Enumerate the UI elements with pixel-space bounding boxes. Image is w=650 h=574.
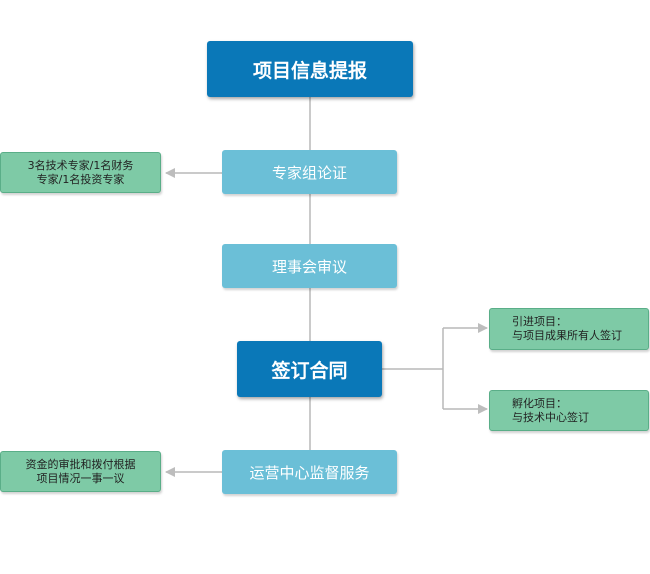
introduce-note-line2: 与项目成果所有人签订 xyxy=(512,329,622,342)
sign-contract-label: 签订合同 xyxy=(271,359,348,382)
expert-review-label: 专家组论证 xyxy=(271,163,347,182)
incubate-project-note: 孵化项目： 与技术中心签订 xyxy=(489,390,649,431)
experts-note-line2: 专家/1名投资专家 xyxy=(36,172,125,186)
experts-note: 3名技术专家/1名财务 专家/1名投资专家 xyxy=(0,152,161,193)
experts-note-line1: 3名技术专家/1名财务 xyxy=(27,158,134,172)
board-review-label: 理事会审议 xyxy=(271,257,347,276)
operation-supervision-label: 运营中心监督服务 xyxy=(249,463,370,482)
board-review-step: 理事会审议 xyxy=(222,244,397,288)
incubate-note-line2: 与技术中心签订 xyxy=(512,410,589,424)
incubate-note-line1: 孵化项目： xyxy=(512,396,567,410)
funding-note-line1: 资金的审批和拨付根据 xyxy=(25,457,136,471)
funding-note-line2: 项目情况一事一议 xyxy=(36,471,125,485)
project-submission-label: 项目信息提报 xyxy=(252,59,367,82)
sign-contract-step: 签订合同 xyxy=(237,341,382,397)
introduce-note-line1: 引进项目： xyxy=(512,315,567,328)
introduce-project-note: 引进项目： 与项目成果所有人签订 xyxy=(489,308,649,350)
operation-supervision-step: 运营中心监督服务 xyxy=(222,450,397,494)
project-submission-step: 项目信息提报 xyxy=(207,41,413,97)
funding-note: 资金的审批和拨付根据 项目情况一事一议 xyxy=(0,451,161,492)
expert-review-step: 专家组论证 xyxy=(222,150,397,194)
